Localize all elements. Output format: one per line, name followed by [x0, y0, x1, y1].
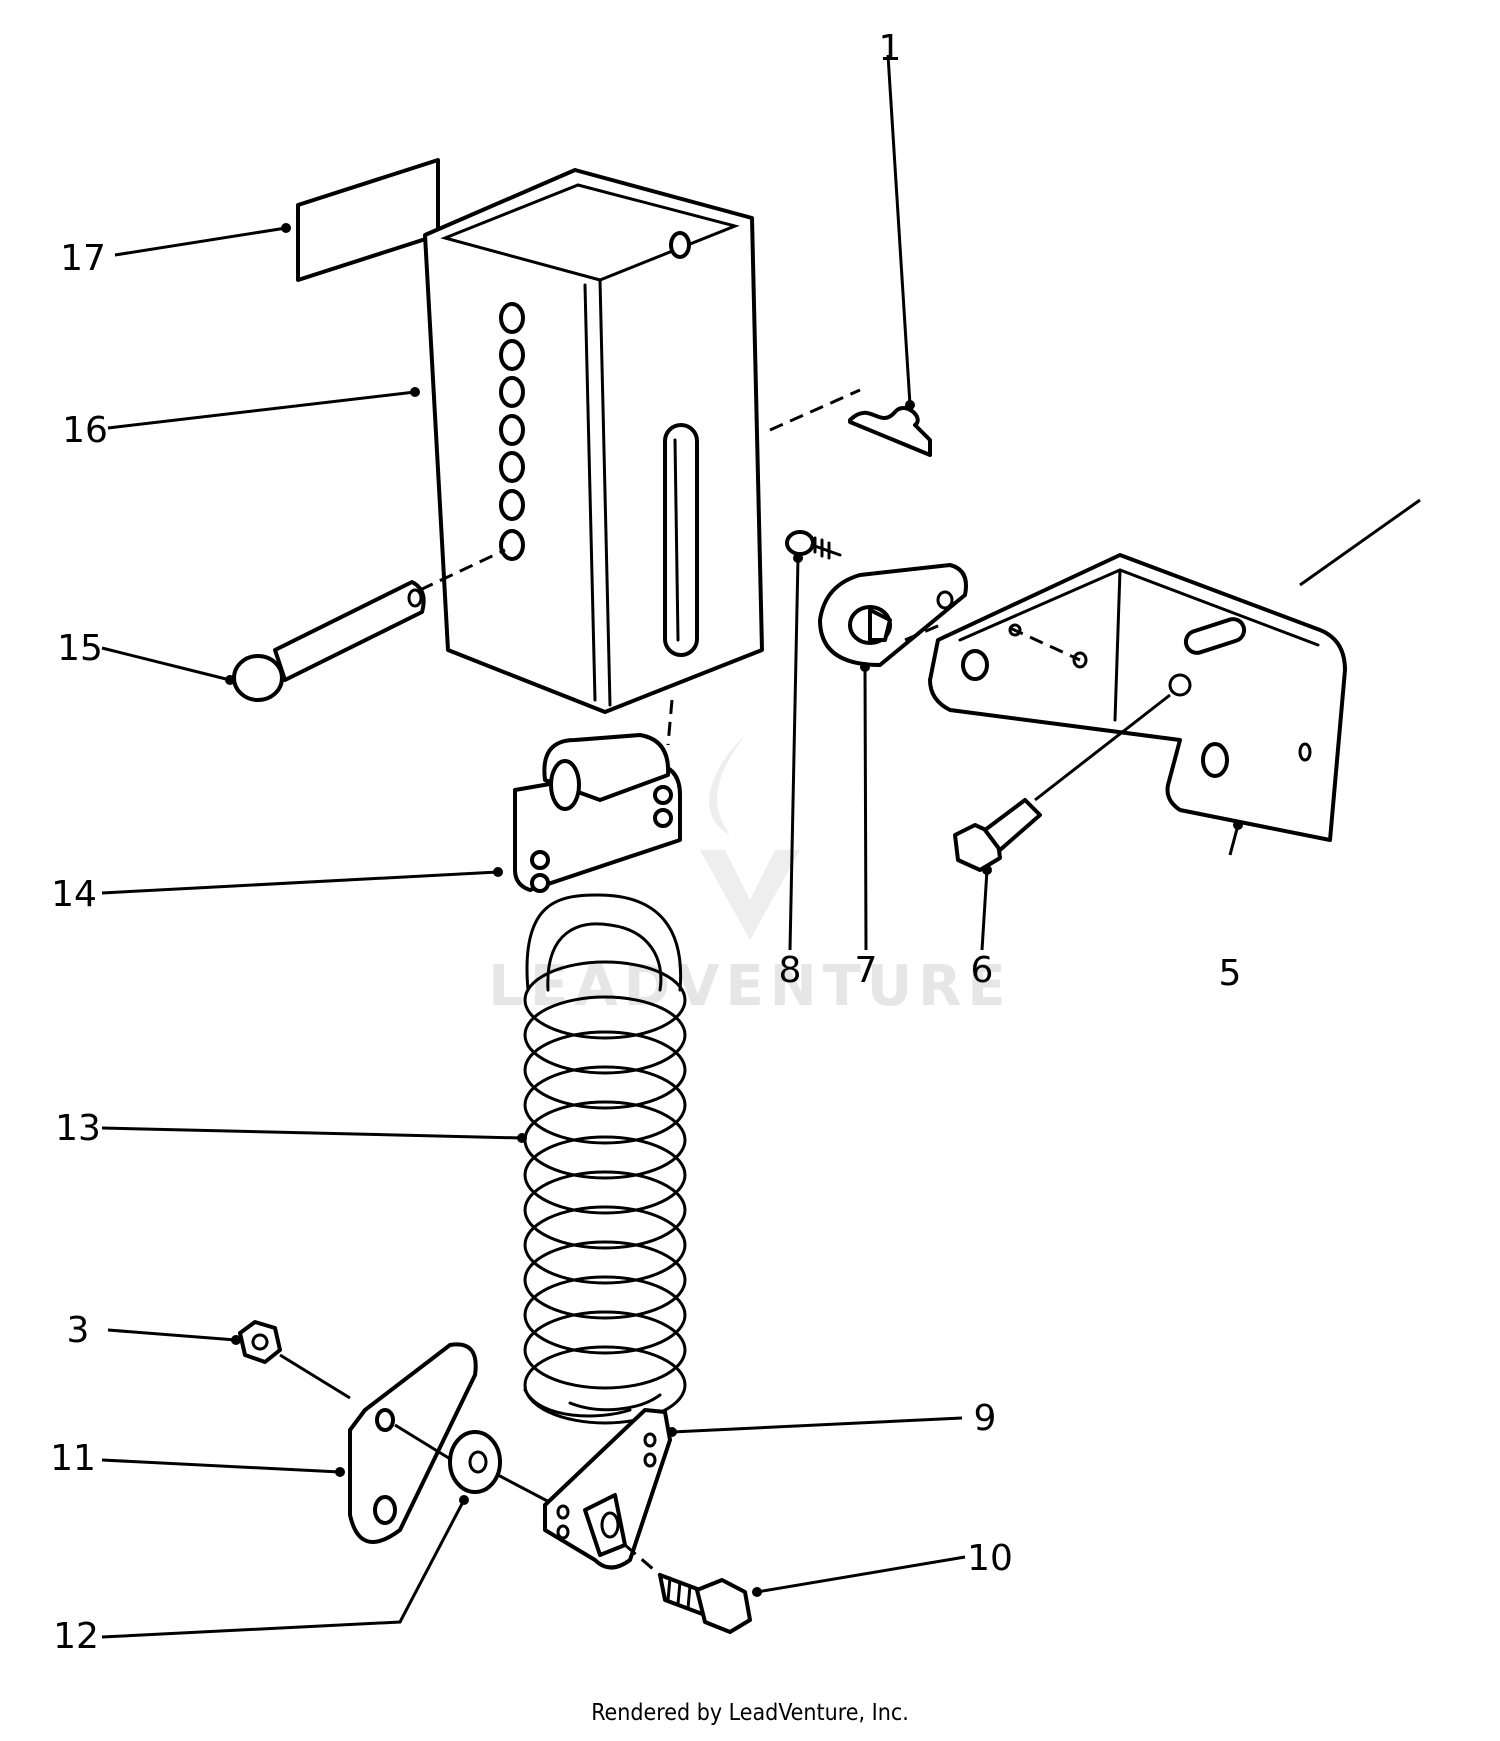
footer-credit: Rendered by LeadVenture, Inc. — [591, 1700, 909, 1726]
label-16: 16 — [62, 410, 108, 451]
label-14: 14 — [51, 874, 97, 915]
part-10-bolt — [624, 1543, 752, 1634]
part-6-bolt — [953, 693, 1171, 872]
part-7-plate — [818, 563, 968, 667]
part-1-clip — [769, 388, 932, 457]
part-13-spring — [523, 893, 687, 1425]
part-8-screw — [785, 530, 842, 560]
label-7: 7 — [855, 950, 878, 991]
label-1: 1 — [879, 28, 902, 69]
label-10: 10 — [967, 1538, 1013, 1579]
part-17-decal — [296, 158, 440, 282]
label-5: 5 — [1219, 953, 1242, 994]
part-5-bracket — [928, 498, 1421, 842]
part-15-pin — [232, 548, 506, 702]
part-3-nut — [238, 1320, 351, 1400]
part-16-tube — [423, 168, 764, 714]
watermark-text: LEADVENTURE — [488, 954, 1011, 1019]
label-8: 8 — [779, 950, 802, 991]
label-15: 15 — [57, 628, 103, 669]
part-14-bracket — [513, 699, 682, 893]
label-3: 3 — [67, 1310, 90, 1351]
watermark-flame-icon — [709, 735, 745, 835]
label-17: 17 — [60, 238, 106, 279]
label-9: 9 — [974, 1398, 997, 1439]
part-12-washer — [448, 1430, 556, 1507]
callouts: 1 3 5 6 7 8 9 10 11 12 13 14 — [50, 28, 1243, 1657]
label-13: 13 — [55, 1108, 101, 1149]
watermark-v-icon — [700, 850, 800, 940]
label-12: 12 — [53, 1616, 99, 1657]
label-6: 6 — [971, 950, 994, 991]
part-9-anchor-plate — [543, 1408, 672, 1570]
label-11: 11 — [50, 1438, 96, 1479]
